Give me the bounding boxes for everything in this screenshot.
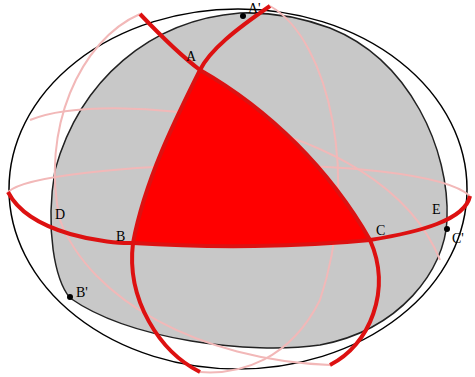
hemisphere-region <box>51 13 447 348</box>
point-dot <box>67 294 73 300</box>
sphere-outline <box>9 9 467 369</box>
point-dot <box>240 13 246 19</box>
point-label: C <box>376 224 385 238</box>
point-label: A <box>186 50 196 64</box>
point-label: A' <box>248 2 261 16</box>
point-label: D <box>55 208 65 222</box>
point-label: B' <box>76 286 88 300</box>
great-circles <box>8 6 470 372</box>
point-label: C' <box>452 232 464 246</box>
circle-ac-front <box>140 14 379 365</box>
equator-front <box>8 192 470 246</box>
hidden-arcs <box>8 6 470 372</box>
spherical-triangle <box>133 70 370 246</box>
point-dot <box>444 226 450 232</box>
point-label: E <box>432 203 441 217</box>
circle-ab-front <box>132 6 270 372</box>
point-label: B <box>116 230 125 244</box>
